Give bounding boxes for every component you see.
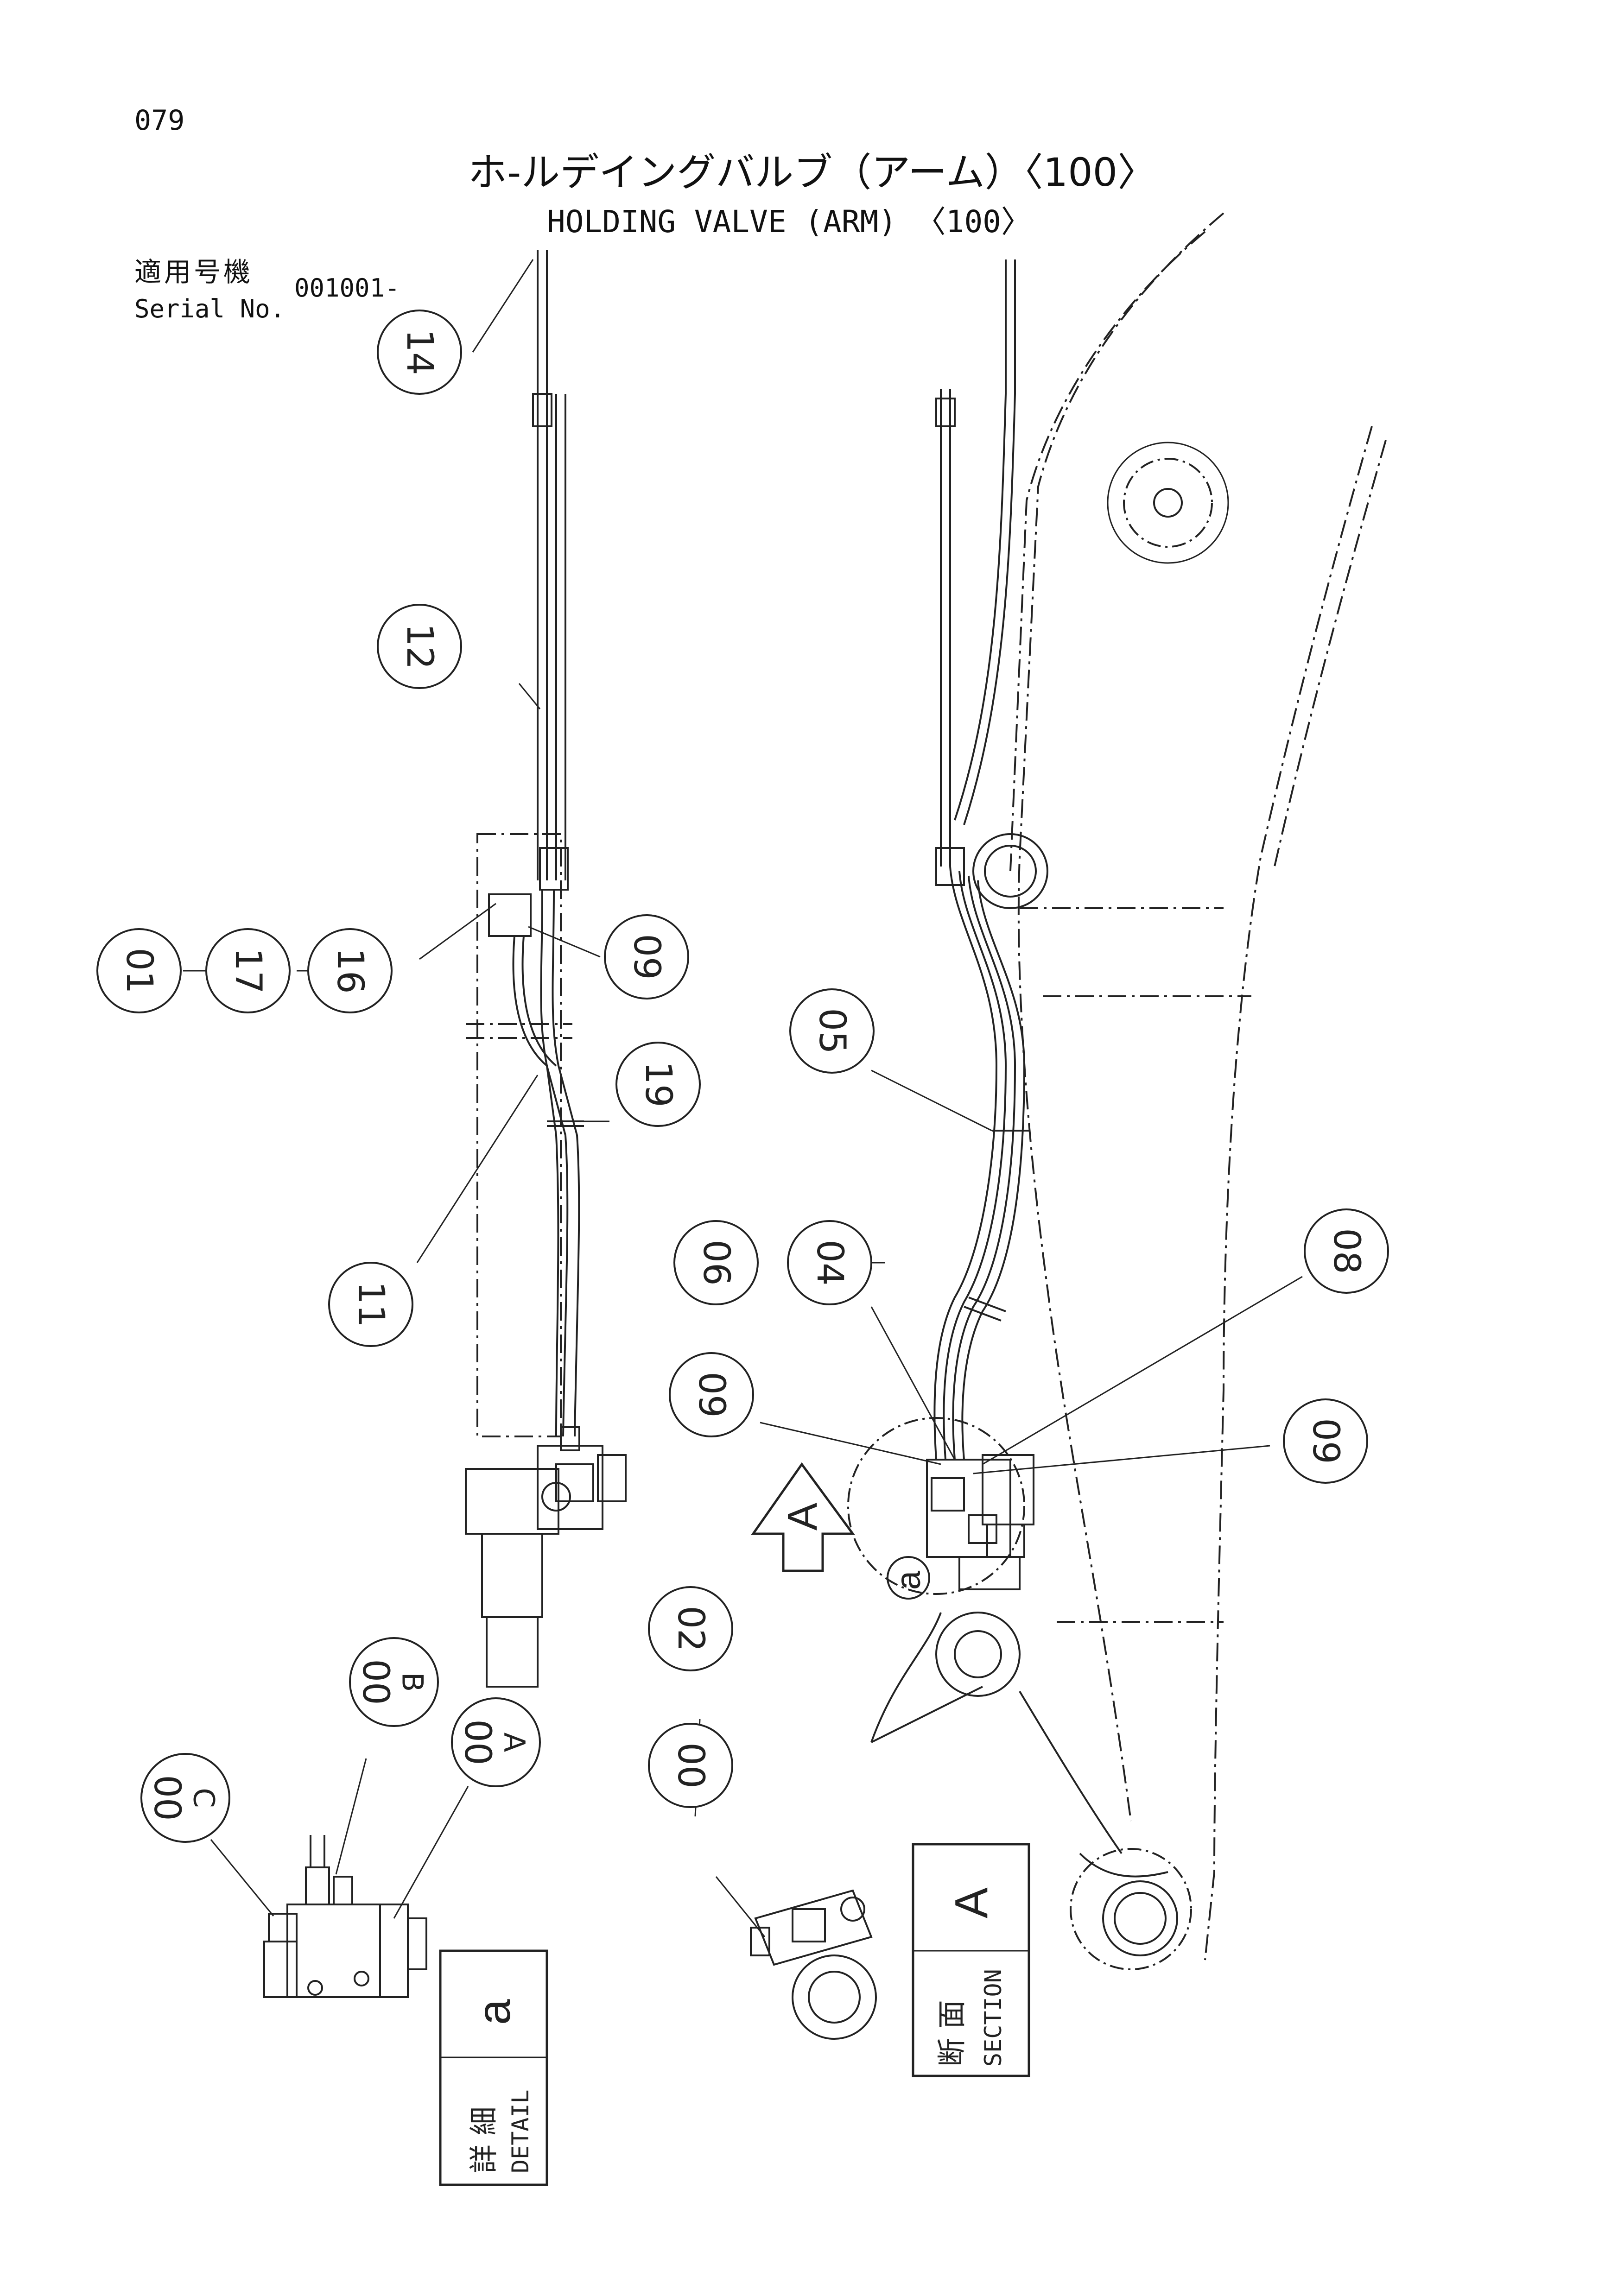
callout-16: 16 — [307, 928, 393, 1013]
section-box-en: SECTION — [980, 1969, 1007, 2067]
svg-text:14: 14 — [399, 329, 440, 375]
svg-text:00: 00 — [355, 1659, 396, 1705]
svg-text:09: 09 — [626, 934, 667, 980]
arm-pins — [870, 442, 1229, 1970]
detail-marker-circle — [887, 1556, 930, 1600]
detail-a-valve — [263, 1835, 427, 1998]
detail-box-en: DETAIL — [507, 2089, 534, 2173]
section-box-ref: A — [945, 1887, 997, 1918]
left-holding-valve — [537, 1426, 627, 1530]
arm-outline — [1009, 212, 1387, 1961]
callout-14: 14 — [377, 310, 462, 395]
callout-06: 06 — [673, 1220, 759, 1305]
section-a-valve — [750, 1889, 877, 2040]
callout-08: 08 — [1304, 1208, 1389, 1294]
svg-text:04: 04 — [809, 1240, 850, 1285]
svg-text:C: C — [187, 1788, 221, 1808]
callout-02: 02 — [648, 1586, 733, 1671]
svg-text:12: 12 — [399, 623, 440, 669]
detail-label-box — [439, 1949, 548, 2186]
svg-text:08: 08 — [1326, 1228, 1367, 1274]
left-cylinder-rod — [465, 1468, 559, 1688]
detail-box-ref: a — [468, 1999, 520, 2025]
serial-label-english: Serial No. — [134, 294, 285, 323]
page-number: 079 — [134, 104, 185, 137]
callout-19: 19 — [615, 1042, 701, 1127]
svg-text:17: 17 — [227, 948, 269, 993]
svg-text:01: 01 — [118, 948, 160, 993]
page-title-japanese: ホ-ルデイングバルブ（アーム）〈100〉 — [468, 150, 1157, 195]
callout-01: 01 — [96, 928, 182, 1013]
view-arrow-a — [751, 1462, 855, 1572]
view-arrow-label: A — [780, 1503, 826, 1531]
svg-text:B: B — [396, 1672, 430, 1692]
right-holding-valve — [926, 1454, 1034, 1590]
page-title-english: HOLDING VALVE (ARM) 〈100〉 — [547, 204, 1032, 240]
svg-text:A: A — [498, 1733, 532, 1752]
callout-04: 04 — [787, 1220, 872, 1305]
svg-text:16: 16 — [329, 948, 371, 993]
section-label-box — [912, 1843, 1030, 2077]
section-box-jp: 断 面 — [935, 2000, 969, 2067]
svg-text:00: 00 — [670, 1742, 711, 1788]
callout-12: 12 — [377, 604, 462, 689]
svg-text:00: 00 — [146, 1775, 188, 1821]
serial-number-value: 001001- — [294, 273, 400, 303]
callout-00-c: 00 C — [140, 1753, 230, 1843]
callout-17: 17 — [205, 928, 291, 1013]
svg-text:05: 05 — [811, 1008, 853, 1054]
svg-text:00: 00 — [457, 1719, 498, 1765]
svg-text:06: 06 — [695, 1240, 737, 1285]
svg-text:02: 02 — [670, 1606, 711, 1651]
callout-05: 05 — [789, 988, 875, 1074]
detail-a-circle — [847, 1417, 1025, 1595]
svg-text:11: 11 — [350, 1281, 392, 1327]
left-cylinder — [466, 833, 572, 1437]
right-hose-assembly — [933, 259, 1029, 1460]
callout-09-upper: 09 — [604, 914, 689, 999]
svg-text:19: 19 — [637, 1061, 679, 1107]
detail-marker-label: a — [889, 1570, 927, 1590]
callout-09-mid: 09 — [669, 1352, 754, 1437]
callout-00-b: 00 B — [349, 1637, 439, 1727]
callout-11: 11 — [328, 1262, 413, 1347]
serial-label-japanese: 適用号機 — [134, 256, 254, 288]
callout-00-section: 00 — [648, 1723, 733, 1808]
callout-09-right: 09 — [1283, 1398, 1368, 1484]
left-hose-assembly — [488, 250, 584, 1437]
callout-00-a: 00 A — [451, 1697, 541, 1787]
svg-text:09: 09 — [691, 1372, 732, 1417]
svg-text:09: 09 — [1305, 1418, 1346, 1464]
detail-box-jp: 詳 細 — [467, 2106, 501, 2173]
